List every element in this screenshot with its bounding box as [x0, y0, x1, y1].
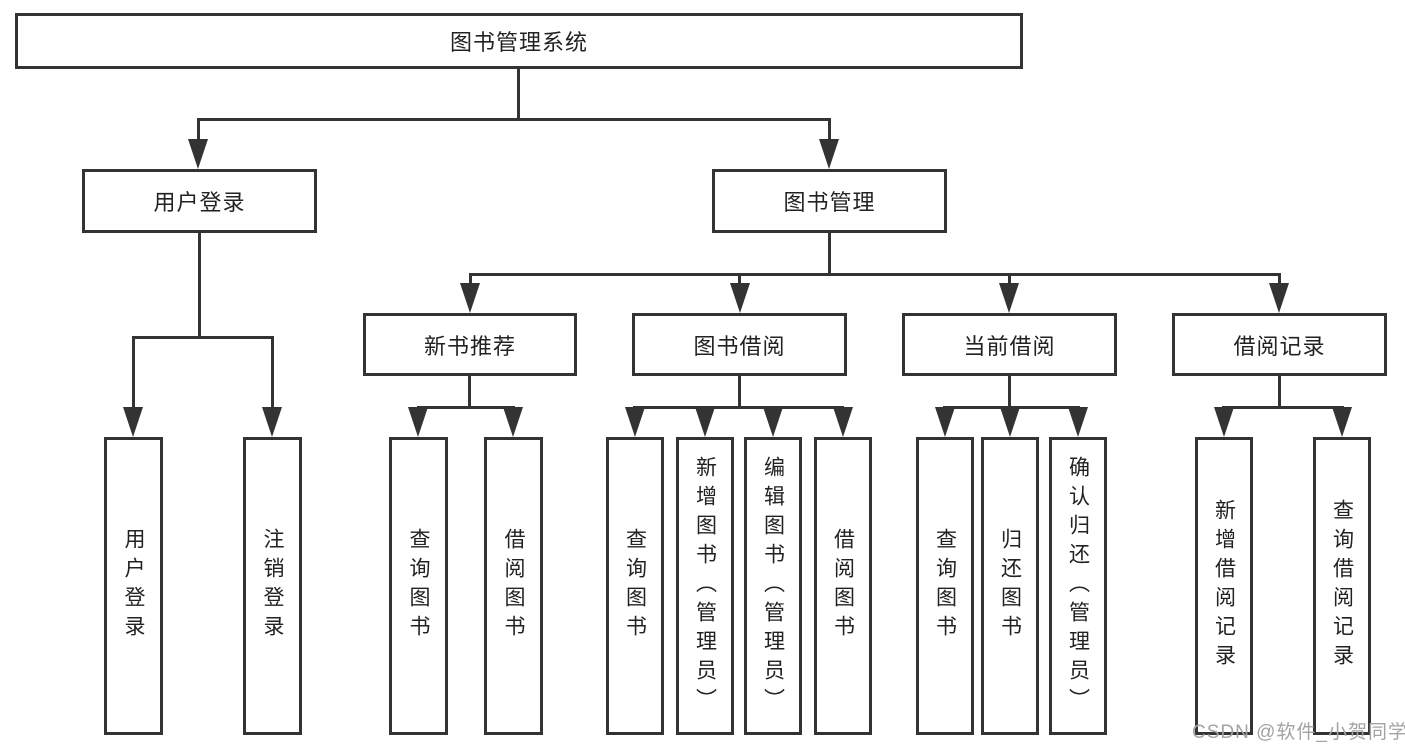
connector-line	[828, 118, 831, 142]
leaf-return-book: 归还图书	[981, 437, 1039, 735]
node-borrow-records: 借阅记录	[1172, 313, 1387, 376]
connector-line	[197, 118, 831, 121]
node-new-book-recommend: 新书推荐	[363, 313, 577, 376]
leaf-confirm-return-admin: 确认归还（管理员）	[1049, 437, 1107, 735]
arrow-down-icon	[503, 407, 523, 437]
leaf-edit-book-admin: 编辑图书（管理员）	[744, 437, 802, 735]
node-root-label: 图书管理系统	[449, 30, 588, 55]
leaf-add-borrow-record: 新增借阅记录	[1195, 437, 1253, 735]
connector-line	[417, 406, 515, 409]
leaf-user-login-label: 用户登录	[122, 528, 145, 644]
leaf-borrow-books-recommend: 借阅图书	[484, 437, 543, 735]
connector-line	[517, 69, 520, 118]
connector-line	[828, 233, 831, 273]
connector-line	[271, 336, 274, 410]
leaf-add-borrow-record-label: 新增借阅记录	[1212, 499, 1236, 673]
connector-line	[1008, 273, 1011, 285]
node-user-login-label: 用户登录	[153, 190, 246, 215]
arrow-down-icon	[935, 407, 955, 437]
arrow-down-icon	[819, 139, 839, 169]
connector-line	[469, 273, 1281, 276]
connector-line	[198, 233, 201, 336]
arrow-down-icon	[695, 407, 715, 437]
arrow-down-icon	[763, 407, 783, 437]
leaf-user-login: 用户登录	[104, 437, 163, 735]
connector-line	[738, 273, 741, 285]
arrow-down-icon	[999, 283, 1019, 313]
connector-line	[468, 376, 471, 408]
leaf-query-books-recommend: 查询图书	[389, 437, 448, 735]
leaf-logout-label: 注销登录	[261, 528, 284, 644]
node-book-borrow: 图书借阅	[632, 313, 847, 376]
connector-line	[633, 406, 844, 409]
arrow-down-icon	[408, 407, 428, 437]
arrow-down-icon	[1068, 407, 1088, 437]
arrow-down-icon	[730, 283, 750, 313]
connector-line	[197, 118, 200, 142]
arrow-down-icon	[1000, 407, 1020, 437]
connector-line	[1222, 406, 1344, 409]
arrow-down-icon	[262, 407, 282, 437]
node-book-management: 图书管理	[712, 169, 947, 233]
arrow-down-icon	[1214, 407, 1234, 437]
leaf-query-borrow-record-label: 查询借阅记录	[1330, 499, 1354, 673]
leaf-query-books-borrow: 查询图书	[606, 437, 664, 735]
leaf-borrow-books-label: 借阅图书	[831, 528, 855, 644]
node-new-book-recommend-label: 新书推荐	[423, 333, 516, 359]
node-root: 图书管理系统	[15, 13, 1023, 69]
leaf-query-books-borrow-label: 查询图书	[623, 528, 647, 644]
connector-line	[132, 336, 135, 410]
arrow-down-icon	[1269, 283, 1289, 313]
connector-line	[1278, 273, 1281, 285]
arrow-down-icon	[1332, 407, 1352, 437]
leaf-query-borrow-record: 查询借阅记录	[1313, 437, 1371, 735]
leaf-edit-book-admin-label: 编辑图书（管理员）	[761, 455, 785, 717]
node-current-borrow: 当前借阅	[902, 313, 1117, 376]
connector-line	[1008, 376, 1011, 408]
arrow-down-icon	[833, 407, 853, 437]
connector-line	[469, 273, 472, 285]
node-current-borrow-label: 当前借阅	[963, 333, 1056, 359]
leaf-query-books-current-label: 查询图书	[933, 528, 957, 644]
node-borrow-records-label: 借阅记录	[1233, 333, 1326, 359]
leaf-query-books-current: 查询图书	[916, 437, 974, 735]
leaf-add-book-admin-label: 新增图书（管理员）	[693, 455, 717, 717]
arrow-down-icon	[188, 139, 208, 169]
leaf-return-book-label: 归还图书	[998, 528, 1022, 644]
connector-line	[738, 376, 741, 408]
leaf-borrow-books: 借阅图书	[814, 437, 872, 735]
csdn-watermark: CSDN @软件_小贺同学	[1192, 722, 1405, 743]
leaf-confirm-return-admin-label: 确认归还（管理员）	[1066, 455, 1090, 717]
arrow-down-icon	[460, 283, 480, 313]
arrow-down-icon	[625, 407, 645, 437]
connector-line	[132, 336, 274, 339]
arrow-down-icon	[123, 407, 143, 437]
leaf-logout: 注销登录	[243, 437, 302, 735]
leaf-query-books-recommend-label: 查询图书	[407, 528, 430, 644]
node-book-borrow-label: 图书借阅	[693, 333, 786, 359]
node-user-login: 用户登录	[82, 169, 317, 233]
connector-line	[1278, 376, 1281, 408]
leaf-borrow-books-recommend-label: 借阅图书	[502, 528, 525, 644]
leaf-add-book-admin: 新增图书（管理员）	[676, 437, 734, 735]
node-book-management-label: 图书管理	[783, 190, 876, 215]
